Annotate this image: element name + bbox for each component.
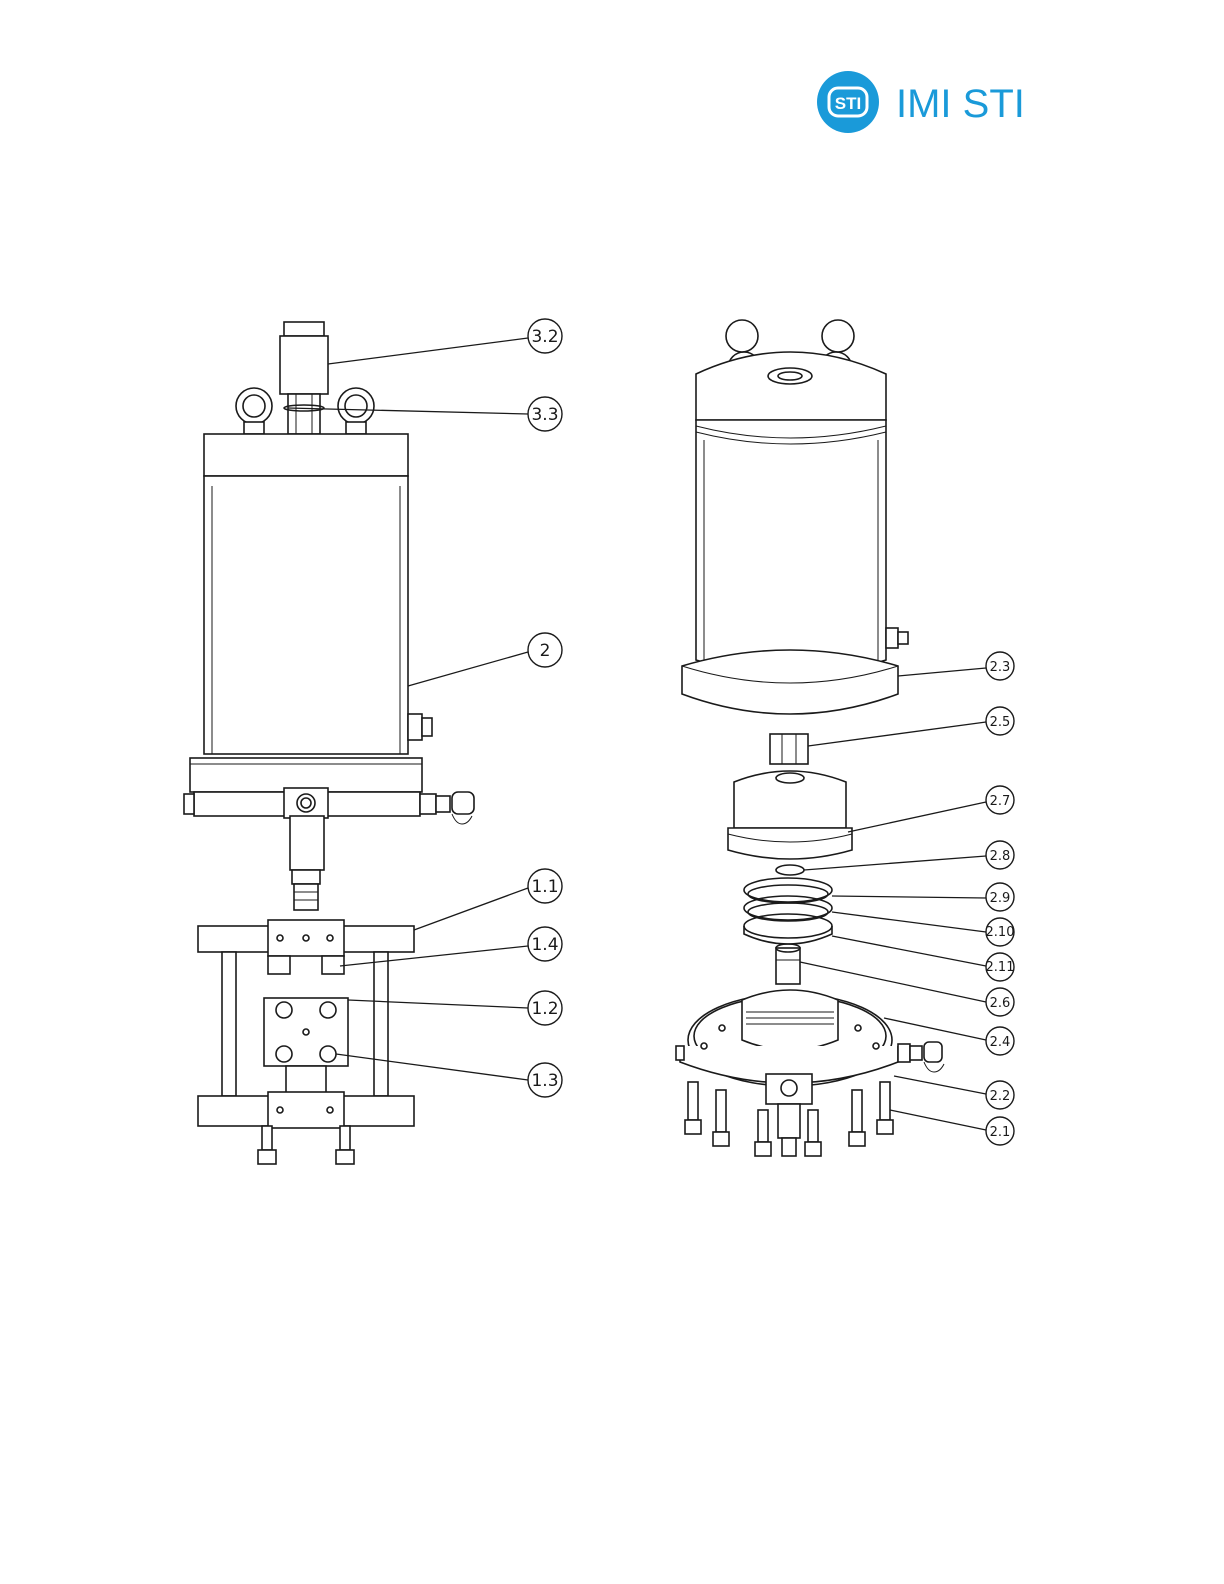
svg-text:2.10: 2.10 (986, 925, 1015, 940)
callout-1-2: 1.2 (528, 991, 562, 1025)
svg-text:2.7: 2.7 (990, 794, 1011, 809)
callout-3-3: 3.3 (528, 397, 562, 431)
piston (728, 771, 852, 859)
piston-nut (770, 734, 808, 764)
cylinder-base-ring (682, 650, 898, 714)
svg-text:2: 2 (540, 641, 551, 661)
base-flange (184, 758, 474, 824)
svg-text:1.2: 1.2 (531, 999, 558, 1019)
o-ring (776, 865, 804, 875)
callout-2-11: 2.11 (986, 953, 1015, 981)
svg-text:3.3: 3.3 (531, 405, 558, 425)
callout-3-2: 3.2 (528, 319, 562, 353)
svg-text:2.4: 2.4 (990, 1035, 1011, 1050)
svg-text:2.1: 2.1 (990, 1125, 1011, 1140)
right-assembly-view (676, 320, 944, 1156)
callout-2-6: 2.6 (986, 988, 1014, 1016)
svg-text:2.5: 2.5 (990, 715, 1011, 730)
callout-2-5: 2.5 (986, 707, 1014, 735)
svg-text:2.3: 2.3 (990, 660, 1011, 675)
callout-2-4: 2.4 (986, 1027, 1014, 1055)
svg-text:1.1: 1.1 (531, 877, 558, 897)
svg-text:1.3: 1.3 (531, 1071, 558, 1091)
callout-2-1: 2.1 (986, 1117, 1014, 1145)
svg-text:2.6: 2.6 (990, 996, 1011, 1011)
svg-text:2.9: 2.9 (990, 891, 1011, 906)
svg-text:3.2: 3.2 (531, 327, 558, 347)
callout-1-3: 1.3 (528, 1063, 562, 1097)
mounting-frame (198, 920, 414, 1164)
piston-rod (776, 944, 800, 984)
piston-seals (744, 878, 832, 944)
svg-text:2.2: 2.2 (990, 1089, 1011, 1104)
callout-2-8: 2.8 (986, 841, 1014, 869)
callout-1-1: 1.1 (528, 869, 562, 903)
callout-2-3: 2.3 (986, 652, 1014, 680)
callout-1-4: 1.4 (528, 927, 562, 961)
left-assembly-view (184, 322, 474, 1164)
callout-2-10: 2.10 (986, 918, 1015, 946)
stem-adapter (290, 816, 324, 910)
callout-2-7: 2.7 (986, 786, 1014, 814)
svg-text:2.8: 2.8 (990, 849, 1011, 864)
lifting-eye-left (236, 388, 272, 434)
cylinder-body (204, 434, 432, 754)
right-cylinder (696, 352, 908, 675)
callout-2-2: 2.2 (986, 1081, 1014, 1109)
svg-text:1.4: 1.4 (531, 935, 558, 955)
callout-2: 2 (528, 633, 562, 667)
svg-text:2.11: 2.11 (986, 960, 1015, 975)
bottom-flange (676, 990, 944, 1104)
top-valve-part (280, 322, 328, 434)
lifting-eye-right (338, 388, 374, 434)
callout-2-9: 2.9 (986, 883, 1014, 911)
